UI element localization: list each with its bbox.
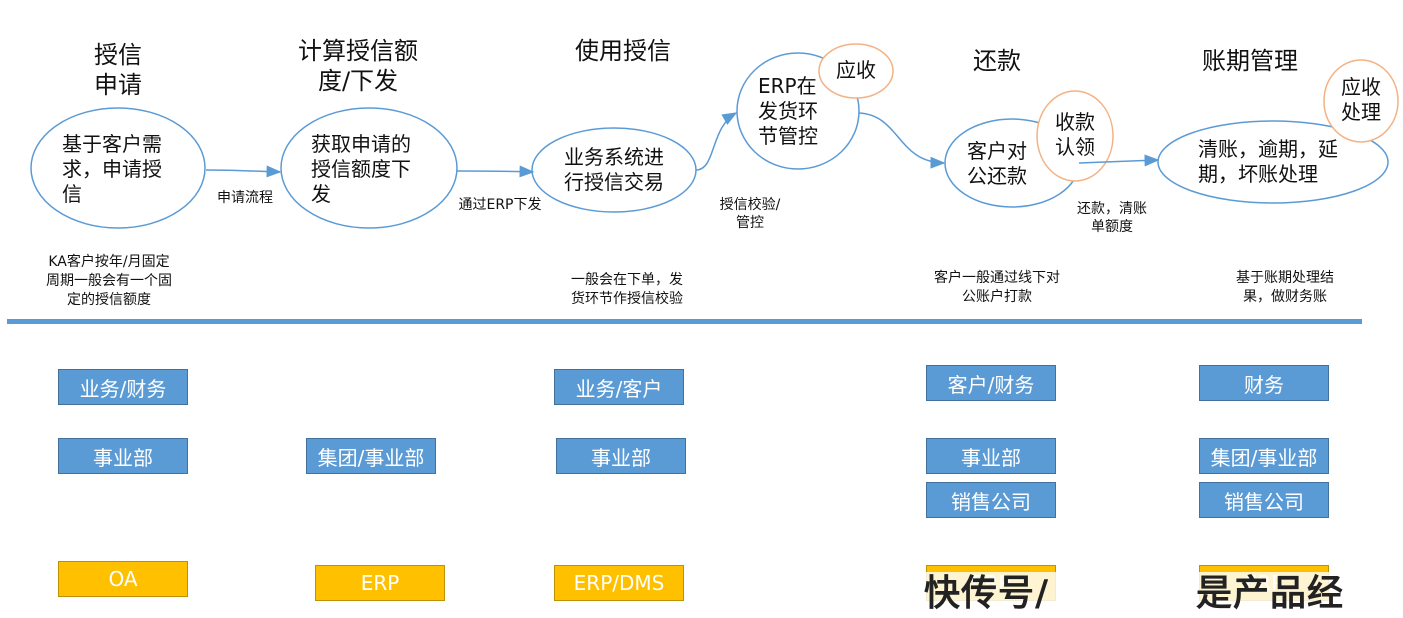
- stage-title-use: 使用授信: [575, 37, 671, 65]
- edge-issue-to-use: [456, 165, 535, 178]
- system-box-erp: ERP: [315, 565, 445, 601]
- note-offline-payment: 客户一般通过线下对 公账户打款: [934, 270, 1060, 305]
- role-box: 销售公司: [926, 482, 1056, 518]
- role-box: 事业部: [58, 438, 188, 474]
- section-divider: [7, 319, 1362, 324]
- watermark-text-left: 快传号/: [924, 573, 1050, 614]
- edge-repay-to-settle: [1078, 154, 1160, 167]
- stage-title-issue: 计算授信额 度/下发: [298, 37, 418, 95]
- node-issue-text: 获取申请的 授信额度下 发: [311, 132, 411, 206]
- role-box: 事业部: [556, 438, 686, 474]
- role-box: 事业部: [926, 438, 1056, 474]
- node-erp-control-ellipse: [736, 52, 860, 170]
- node-apply-ellipse: [30, 107, 206, 229]
- edge-use-to-erp: [695, 112, 738, 171]
- stage-title-apply: 授信 申请: [94, 41, 142, 99]
- system-box-erp-dms: ERP/DMS: [554, 565, 684, 601]
- tag-receivable-processing-text: 应收 处理: [1341, 75, 1381, 124]
- stage-title-repay: 还款: [973, 47, 1021, 75]
- node-apply-text: 基于客户需 求，申请授 信: [62, 132, 162, 206]
- note-order-check: 一般会在下单，发 货环节作授信校验: [571, 272, 683, 307]
- role-box: 客户/财务: [926, 365, 1056, 401]
- role-box: 集团/事业部: [1199, 438, 1329, 474]
- note-ka-customer: KA客户按年/月固定 周期一般会有一个固 定的授信额度: [46, 254, 172, 308]
- stage-title-terms: 账期管理: [1202, 47, 1298, 75]
- system-box-oa: OA: [58, 561, 188, 597]
- edge-erp-to-repay: [858, 112, 946, 169]
- role-box: 业务/客户: [554, 369, 684, 405]
- tag-receivable-text: 应收: [836, 58, 876, 82]
- role-box: 业务/财务: [58, 369, 188, 405]
- edge-label-apply-flow: 申请流程: [217, 190, 273, 206]
- edge-label-clear-credit: 还款，清账 单额度: [1077, 201, 1147, 235]
- watermark-backdrop: [924, 572, 1344, 618]
- role-box: 销售公司: [1199, 482, 1329, 518]
- role-box: 财务: [1199, 365, 1329, 401]
- edge-label-credit-check: 授信校验/ 管控: [719, 197, 781, 231]
- edge-label-erp-issue: 通过ERP下发: [458, 197, 542, 213]
- tag-receivable-processing-circle: [1323, 59, 1399, 143]
- note-accounting: 基于账期处理结 果，做财务账: [1236, 270, 1334, 305]
- watermark-text-right: 是产品经: [1196, 573, 1345, 614]
- node-use-text: 业务系统进 行授信交易: [564, 145, 664, 194]
- role-box: 集团/事业部: [306, 438, 436, 474]
- tag-collection-text: 收款 认领: [1055, 110, 1095, 159]
- tag-receivable-circle: [818, 43, 894, 99]
- node-erp-control-text: ERP在 发货环 节管控: [758, 74, 818, 148]
- edge-apply-to-issue: [205, 165, 282, 178]
- tag-collection-circle: [1036, 90, 1114, 182]
- node-repay-text: 客户对 公还款: [967, 139, 1027, 188]
- node-settle-text: 清账，逾期，延 期，坏账处理: [1198, 137, 1338, 186]
